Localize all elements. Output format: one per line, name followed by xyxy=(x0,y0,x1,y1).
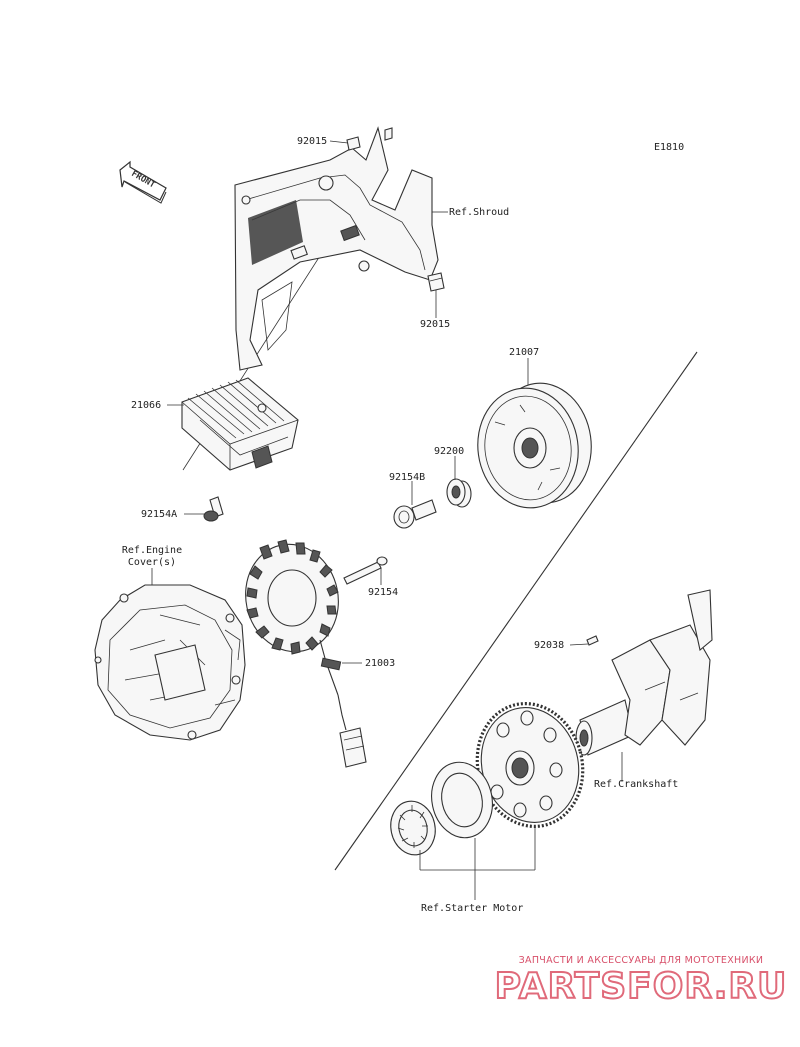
bolt-92154 xyxy=(343,556,388,585)
label-21007: 21007 xyxy=(509,347,540,358)
one-way-clutch xyxy=(390,800,436,856)
label-92154a: 92154A xyxy=(141,509,178,520)
label-ref-crankshaft: Ref.Crankshaft xyxy=(594,779,679,790)
label-21003: 21003 xyxy=(365,658,396,669)
diagram-code: E1810 xyxy=(654,142,685,153)
label-ref-engine-line1: Ref.Engine xyxy=(121,545,183,556)
flywheel-21007 xyxy=(477,382,592,509)
leader-lines xyxy=(151,140,623,900)
watermark-logo: PARTSFOR.RU xyxy=(494,965,788,1008)
clip-92015-bottom xyxy=(427,272,445,292)
label-92154b: 92154B xyxy=(389,472,426,483)
label-ref-starter-motor: Ref.Starter Motor xyxy=(421,903,524,914)
label-92200: 92200 xyxy=(434,446,465,457)
key-92038 xyxy=(586,635,599,646)
label-92038: 92038 xyxy=(534,640,565,651)
washer-92200 xyxy=(446,478,472,508)
label-21066: 21066 xyxy=(131,400,162,411)
label-92015-bottom: 92015 xyxy=(420,319,451,330)
label-ref-engine-line2: Cover(s) xyxy=(127,557,177,568)
label-92154: 92154 xyxy=(368,587,399,598)
label-ref-shroud: Ref.Shroud xyxy=(449,207,510,218)
front-arrow-icon xyxy=(119,160,167,204)
starter-clutch-ring xyxy=(431,761,493,839)
starter-gear xyxy=(475,702,585,828)
crankshaft xyxy=(575,589,713,756)
section-divider-line xyxy=(334,351,698,871)
stator-21003 xyxy=(245,539,367,768)
bolt-92154b xyxy=(393,499,437,529)
label-92015-top: 92015 xyxy=(297,136,328,147)
watermark-tagline: ЗАПЧАСТИ И АКСЕССУАРЫ ДЛЯ МОТОТЕХНИКИ xyxy=(518,955,764,966)
bolt-92154a xyxy=(203,496,224,522)
shroud-bracket xyxy=(234,126,439,371)
engine-cover xyxy=(94,584,246,741)
regulator-21066 xyxy=(181,377,299,471)
clip-92015-top xyxy=(346,136,361,151)
